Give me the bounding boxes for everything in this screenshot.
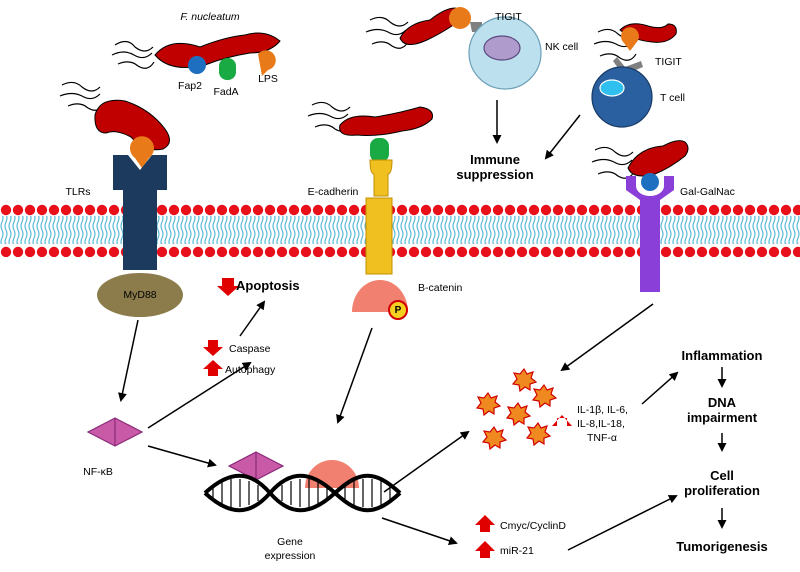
ecadherin-top [369, 159, 393, 197]
caspase-down-arrow [203, 340, 223, 356]
phospho-icon [388, 300, 408, 320]
tlr-ligand-icon [130, 136, 154, 168]
cascade-inflammation: Inflammation [681, 348, 763, 363]
t-cell [591, 66, 653, 128]
dna-helix [203, 473, 402, 513]
autophagy-up-arrow [203, 360, 223, 376]
gene-label-line1: Gene [277, 536, 303, 548]
lps-label: LPS [258, 73, 278, 85]
tcell-ligand-icon [621, 27, 639, 51]
cascade-tumorigenesis: Tumorigenesis [676, 539, 768, 554]
bcatenin-label: B-catenin [418, 282, 463, 294]
t-cell-label: T cell [660, 92, 685, 104]
nk-ligand-icon [449, 7, 471, 29]
nk-nucleus [483, 35, 521, 61]
cmyc-up-arrow [475, 515, 495, 532]
t-nucleus [599, 79, 625, 97]
fap2-icon [188, 56, 206, 74]
cytokine-up-arrow [552, 415, 572, 426]
tlr-bacterium [59, 81, 170, 151]
flow-arrows [118, 100, 727, 551]
bcatenin-dna-shape [305, 460, 359, 488]
fap2-label: Fap2 [178, 80, 202, 92]
cytokine-line3: TNF-α [587, 432, 617, 444]
nfkb-diamond [86, 417, 144, 447]
fada-ecadherin-icon [370, 138, 389, 162]
caspase-label: Caspase [229, 343, 271, 355]
mir21-up-arrow [475, 541, 495, 558]
cmyc-label: Cmyc/CyclinD [500, 520, 566, 532]
nk-bacterium [365, 7, 461, 49]
fada-label: FadA [213, 86, 239, 98]
fada-icon [219, 58, 236, 80]
autophagy-label: Autophagy [225, 364, 276, 376]
ecadherin-label: E-cadherin [307, 186, 359, 198]
cascade-cell-proliferation: Cell proliferation [684, 468, 760, 498]
fap2-galgalnac-icon [641, 173, 659, 191]
galgalnac-receptor [626, 176, 674, 292]
apoptosis-down-arrow [217, 278, 239, 296]
tigit-nk-label: TIGIT [495, 11, 522, 23]
myd88-adaptor [97, 273, 183, 317]
nfkb-label: NF-κB [83, 466, 113, 478]
galgalnac-bacterium [591, 140, 689, 179]
phospho-label: P [394, 305, 402, 316]
cell-membrane [0, 203, 800, 257]
cascade-dna-impairment: DNA impairment [686, 395, 758, 425]
mir21-label: miR-21 [500, 545, 534, 557]
galgalnac-label: Gal-GalNac [680, 186, 735, 198]
lps-icon [258, 50, 276, 76]
nk-cell-label: NK cell [545, 41, 579, 53]
tlr-label: TLRs [65, 186, 91, 198]
gene-label-line2: expression [264, 550, 316, 562]
apoptosis-label: Apoptosis [236, 278, 300, 293]
tigit-t-label: TIGIT [655, 56, 682, 68]
cytokine-line2: IL-8,IL-18, [577, 418, 625, 430]
immune-suppression-label: Immune suppression [456, 152, 534, 182]
cytokine-line1: IL-1β, IL-6, [577, 404, 628, 416]
myd88-label: MyD88 [123, 289, 157, 301]
ecadherin-bacterium [307, 101, 433, 136]
ecadherin-receptor [365, 197, 393, 275]
bacterium-name: F. nucleatum [180, 11, 240, 23]
cytokine-stars [475, 368, 557, 450]
tlr-receptor [113, 155, 167, 270]
